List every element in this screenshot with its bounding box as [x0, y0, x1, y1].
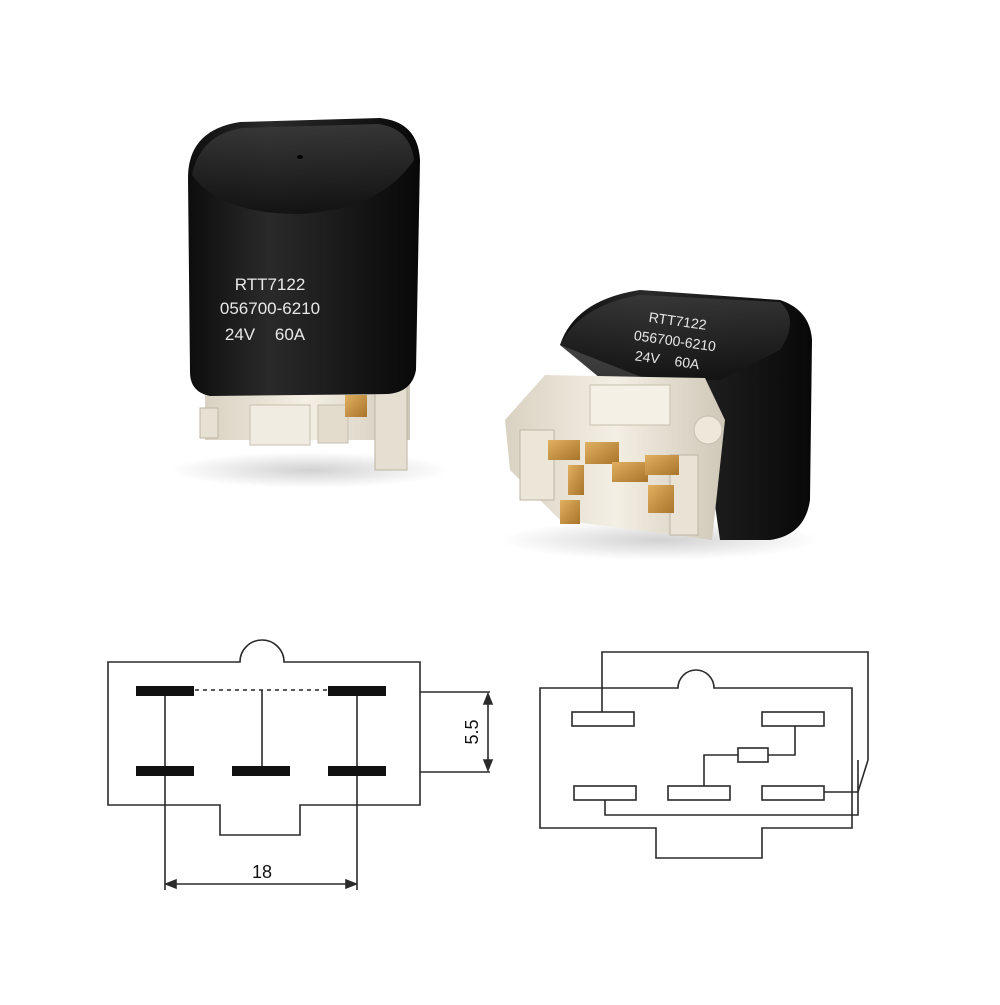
footprint-outline [107, 639, 421, 836]
wiring-diagram [539, 651, 869, 859]
pin-top-left [571, 711, 635, 727]
width-label: 18 [252, 862, 272, 882]
wiring-outline [539, 669, 853, 859]
pin-top-right [761, 711, 825, 727]
relay-front-voltage: 24V [225, 325, 256, 344]
relay-back-terminals [548, 440, 679, 524]
relay-front: RTT7122 056700-6210 24V 60A [170, 118, 450, 488]
footprint-diagram [107, 639, 494, 890]
pin-bottom-center [667, 785, 731, 801]
relay-back-current: 60A [674, 353, 702, 372]
relay-front-part-number: 056700-6210 [220, 299, 320, 318]
footprint-pins [136, 686, 386, 776]
coil-resistor [737, 747, 769, 763]
pin-bottom-right [761, 785, 825, 801]
pin-spacing-label: 5.5 [462, 719, 482, 744]
relay-front-current: 60A [275, 325, 306, 344]
relay-back-voltage: 24V [634, 347, 662, 366]
relay-front-model: RTT7122 [235, 275, 306, 294]
relay-back: RTT7122 056700-6210 24V 60A [500, 290, 820, 560]
pin-bottom-left [573, 785, 637, 801]
